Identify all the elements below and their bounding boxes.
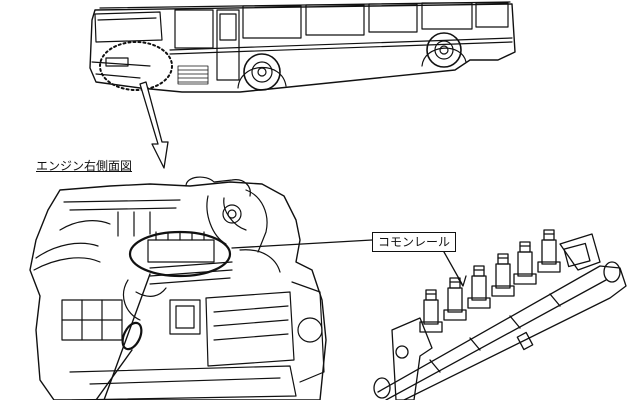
sensor-highlight — [121, 321, 143, 351]
rear-wheel — [426, 32, 462, 68]
engine-location-highlight — [99, 41, 173, 91]
engine-right-side-view — [29, 176, 327, 400]
engine-grille — [177, 65, 209, 85]
rail-outlet-5 — [513, 241, 537, 285]
callout-arrow — [443, 251, 467, 287]
rail-outlet-4 — [491, 253, 515, 297]
common-rail-detail — [373, 229, 627, 400]
zoom-arrow — [139, 81, 169, 169]
view-title: エンジン右側面図 — [36, 159, 133, 173]
bus-illustration — [89, 1, 516, 93]
common-rail-label: コモンレール — [372, 232, 457, 252]
rail-outlet-3 — [467, 265, 491, 309]
rail-outlet-1 — [419, 289, 443, 333]
rail-outlet-6 — [537, 229, 561, 273]
common-rail-location-highlight — [128, 230, 232, 278]
callout-leader-line — [231, 239, 373, 249]
front-wheel — [243, 53, 281, 91]
rail-outlet-2 — [443, 277, 467, 321]
